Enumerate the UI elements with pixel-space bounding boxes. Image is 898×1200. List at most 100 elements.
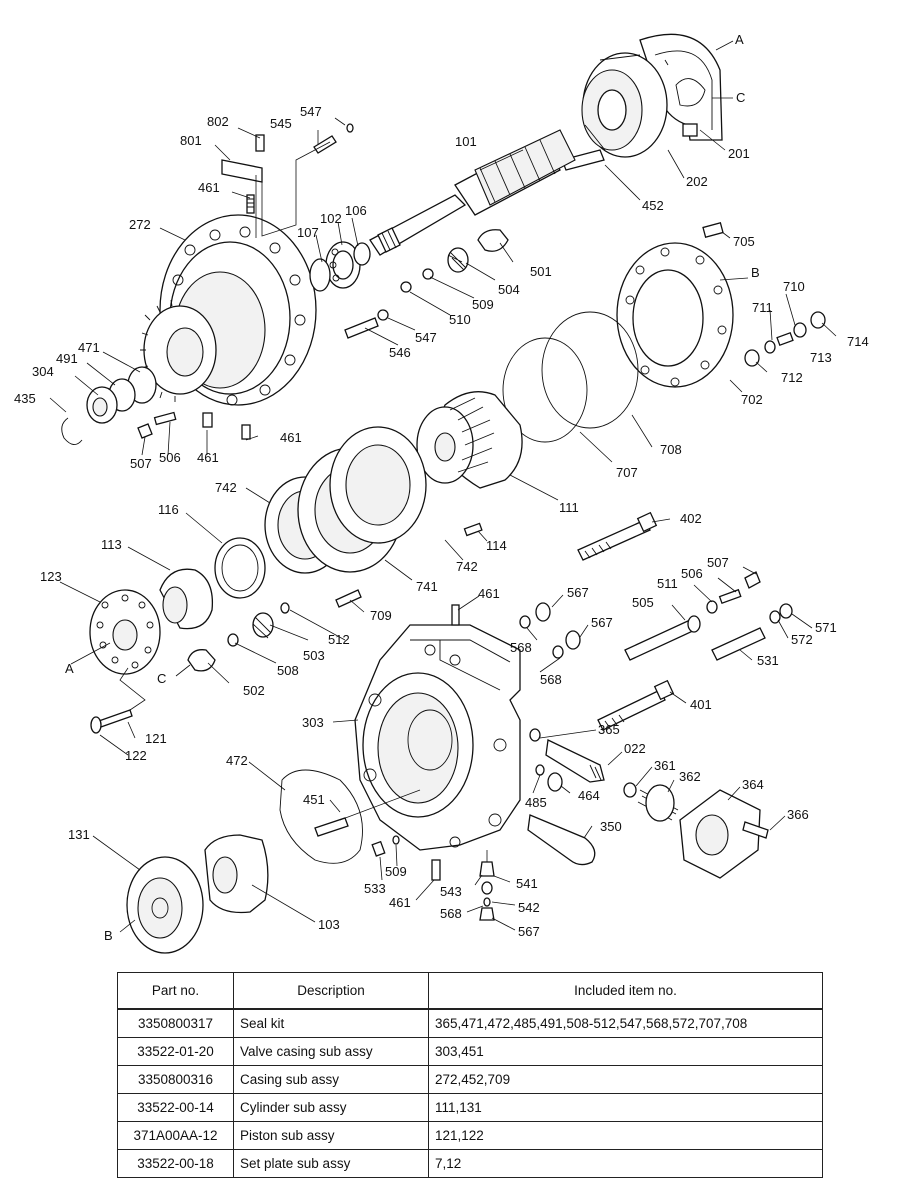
- callout: C: [157, 671, 166, 686]
- callout: 511: [657, 576, 678, 591]
- callout: 801: [180, 133, 202, 148]
- part-303-valve-casing: [354, 604, 521, 851]
- table-row: 33522-00-14 Cylinder sub assy 111,131: [117, 1093, 823, 1122]
- parts-121-122: [90, 667, 146, 734]
- parts-table-header: Part no. Description Included item no.: [117, 972, 823, 1010]
- cell-part-no: 33522-00-14: [117, 1093, 234, 1122]
- callout: 461: [197, 450, 219, 465]
- callout: 401: [690, 697, 712, 712]
- cell-included-items: 365,471,472,485,491,508-512,547,568,572,…: [428, 1008, 823, 1038]
- callout: 107: [297, 225, 319, 240]
- callout: 113: [101, 537, 122, 552]
- callout: 742: [456, 559, 478, 574]
- callout: 365: [598, 722, 620, 737]
- callout: 547: [300, 104, 322, 119]
- small-pins-top: [221, 123, 354, 238]
- parts-502-512: [187, 522, 483, 672]
- callout: 507: [707, 555, 729, 570]
- table-row: 33522-00-18 Set plate sub assy 7,12: [117, 1149, 823, 1178]
- callout: 491: [56, 351, 78, 366]
- callout: 710: [783, 279, 805, 294]
- parts-501-510: [344, 229, 509, 339]
- callout: B: [751, 265, 760, 280]
- housing-gear: [140, 299, 217, 402]
- callout: 501: [530, 264, 552, 279]
- leader-lines: [49, 40, 837, 933]
- callout: 509: [472, 297, 494, 312]
- callout: 472: [226, 753, 248, 768]
- callout: 742: [215, 480, 237, 495]
- callout: 533: [364, 881, 386, 896]
- callout: 022: [624, 741, 646, 756]
- part-101-shaft: [369, 129, 576, 256]
- cell-description: Set plate sub assy: [233, 1149, 429, 1178]
- header-description: Description: [233, 972, 429, 1010]
- callout: 452: [642, 198, 664, 213]
- table-header-row: Part no. Description Included item no.: [117, 972, 823, 1010]
- callout: 567: [591, 615, 613, 630]
- callout: 362: [679, 769, 701, 784]
- plugs-567-568: [519, 602, 581, 659]
- callout: 702: [741, 392, 763, 407]
- callout: 546: [389, 345, 411, 360]
- callout: 509: [385, 864, 407, 879]
- callout: 568: [510, 640, 532, 655]
- callout: 464: [578, 788, 600, 803]
- rings-707-708: [502, 311, 639, 443]
- parts-304-491: [61, 366, 157, 445]
- callout: 709: [370, 608, 392, 623]
- callout: 541: [516, 876, 538, 891]
- callout: 531: [757, 653, 779, 668]
- callout: 506: [159, 450, 181, 465]
- callout: 542: [518, 900, 540, 915]
- cell-included-items: 111,131: [428, 1093, 823, 1122]
- cell-part-no: 3350800316: [117, 1065, 234, 1094]
- callout: 123: [40, 569, 62, 584]
- callout: 303: [302, 715, 324, 730]
- callout: 111: [559, 500, 579, 515]
- parts-531-572: [711, 603, 793, 661]
- callout: 571: [815, 620, 837, 635]
- callout: 202: [686, 174, 708, 189]
- callout: 131: [68, 827, 90, 842]
- callout: 712: [781, 370, 803, 385]
- parts-533-567: [371, 835, 495, 921]
- callout: 567: [567, 585, 589, 600]
- callout: 435: [14, 391, 36, 406]
- callout: 503: [303, 648, 325, 663]
- callout: 122: [125, 748, 147, 763]
- callout: 366: [787, 807, 809, 822]
- callout: 543: [440, 884, 462, 899]
- cell-part-no: 33522-00-18: [117, 1149, 234, 1178]
- parts-113-123: [89, 537, 266, 675]
- callout: 567: [518, 924, 540, 939]
- callout: 461: [280, 430, 302, 445]
- plates-741-742: [264, 426, 427, 574]
- callout: 101: [455, 134, 477, 149]
- callout: 364: [742, 777, 764, 792]
- callout: 707: [616, 465, 638, 480]
- parts-702-714: [616, 222, 826, 388]
- cell-description: Casing sub assy: [233, 1065, 429, 1094]
- exploded-parts-diagram: A C 201 202 452 101 547 545 802 801 461 …: [14, 32, 869, 954]
- callout: 508: [277, 663, 299, 678]
- header-included-items: Included item no.: [428, 972, 823, 1010]
- callout: 103: [318, 917, 340, 932]
- table-row: 3350800316 Casing sub assy 272,452,709: [117, 1065, 823, 1094]
- callout: 304: [32, 364, 54, 379]
- callout: 510: [449, 312, 471, 327]
- parts-350-485: [527, 764, 596, 866]
- callout: 116: [158, 502, 179, 517]
- callout: 568: [540, 672, 562, 687]
- callout: 350: [600, 819, 622, 834]
- callout: A: [65, 661, 74, 676]
- callout: 402: [680, 511, 702, 526]
- callout: 114: [486, 538, 507, 553]
- callout: C: [736, 90, 745, 105]
- callout: 471: [78, 340, 100, 355]
- callout: 506: [681, 566, 703, 581]
- callout: 507: [130, 456, 152, 471]
- cell-description: Valve casing sub assy: [233, 1037, 429, 1066]
- parts-table: Part no. Description Included item no. 3…: [117, 972, 823, 1178]
- part-472-plate: [279, 769, 421, 864]
